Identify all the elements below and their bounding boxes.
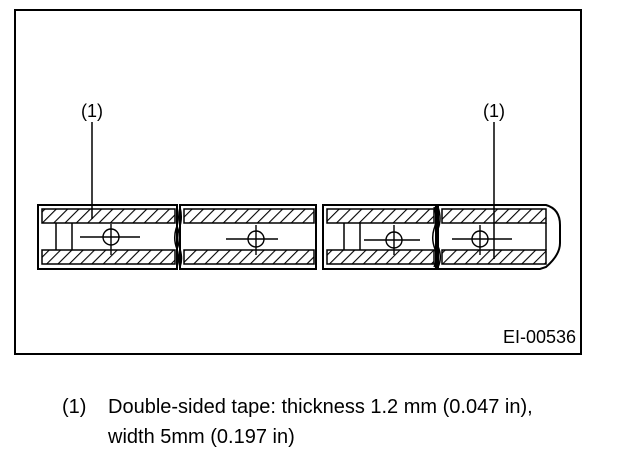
caption-text: Double-sided tape: thickness 1.2 mm (0.0… bbox=[108, 392, 533, 452]
tape-layer-bottom bbox=[183, 249, 315, 265]
strip-section-2 bbox=[179, 204, 317, 270]
tape-layer-top bbox=[183, 208, 315, 224]
strip-section-1 bbox=[37, 204, 178, 270]
strip-section-4 bbox=[437, 204, 561, 270]
weatherstrip-cross-section-diagram: (1) (1) EI-00536 bbox=[37, 101, 576, 347]
clip-mark-3 bbox=[364, 225, 420, 255]
caption-number: (1) bbox=[62, 396, 87, 418]
strip-section-3 bbox=[322, 204, 437, 270]
diagram-frame: (1) (1) EI-00536 bbox=[14, 9, 582, 355]
clip-mark-4 bbox=[452, 225, 512, 255]
caption-line-2: width 5mm (0.197 in) bbox=[108, 426, 295, 448]
callout-label-2: (1) bbox=[483, 101, 505, 121]
tape-layer-bottom bbox=[41, 249, 176, 265]
caption-line-1: Double-sided tape: thickness 1.2 mm (0.0… bbox=[108, 396, 533, 418]
tape-layer-bottom bbox=[326, 249, 435, 265]
clip-mark-1 bbox=[80, 224, 140, 255]
tape-layer-top bbox=[41, 208, 176, 224]
clip-marks bbox=[80, 224, 512, 255]
figure-code: EI-00536 bbox=[503, 327, 576, 347]
break-marks bbox=[173, 206, 442, 268]
callout-label-1: (1) bbox=[81, 101, 103, 121]
clip-mark-2 bbox=[226, 225, 278, 255]
tape-layer-top bbox=[326, 208, 435, 224]
